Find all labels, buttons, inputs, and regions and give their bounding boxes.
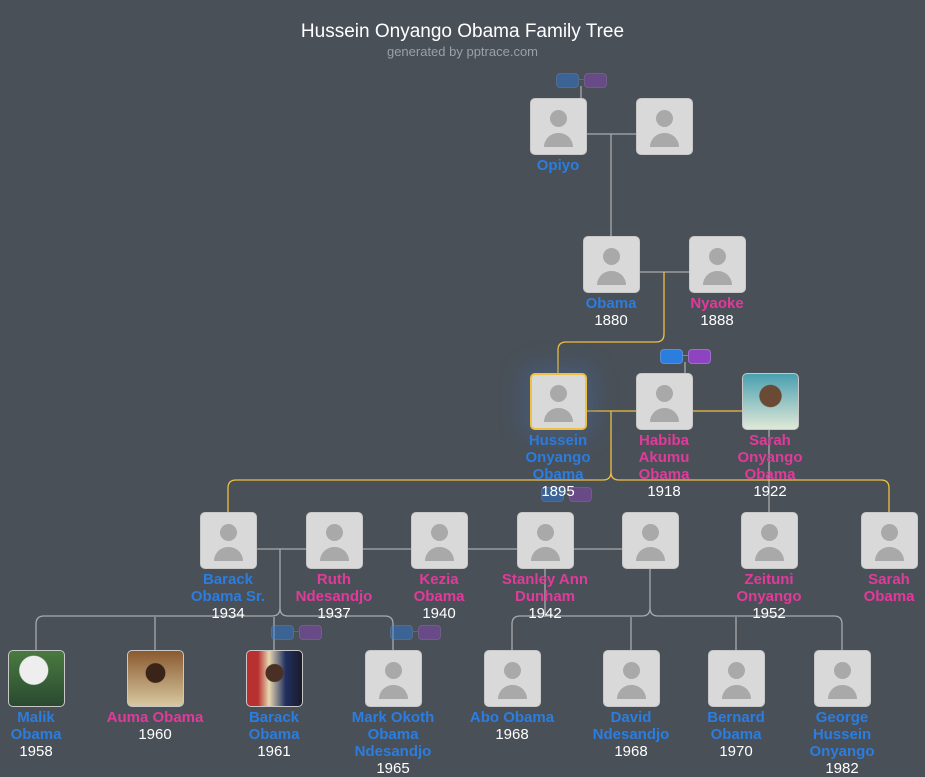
person-year: 1895 [541,483,575,500]
person-kezia[interactable]: Kezia Obama 1940 [379,512,499,622]
avatar-placeholder-icon[interactable] [364,650,422,707]
person-ruth[interactable]: Ruth Ndesandjo 1937 [274,512,394,622]
connector-obama-to-hussein [557,272,665,373]
connector-badge-stems [580,86,686,373]
person-year: 1880 [594,312,628,329]
person-abo[interactable]: Abo Obama 1968 [452,650,572,743]
person-unknown[interactable] [590,512,710,569]
person-unknown[interactable] [604,98,724,155]
avatar-placeholder-icon[interactable] [483,650,541,707]
couple-toggle-badge[interactable] [271,625,322,640]
person-photo[interactable] [245,650,303,707]
avatar-placeholder-icon[interactable] [740,512,798,569]
person-george[interactable]: George Hussein Onyango 1982 [782,650,902,777]
person-name[interactable]: Ruth Ndesandjo [295,571,373,605]
person-sarah-obama[interactable]: Sarah Obama [829,512,925,605]
person-name[interactable]: Barack Obama [248,709,300,743]
person-year: 1961 [257,743,291,760]
person-bernard[interactable]: Bernard Obama 1970 [676,650,796,760]
person-name[interactable]: Auma Obama [106,709,204,726]
person-year: 1937 [317,605,351,622]
avatar-placeholder-icon[interactable] [529,98,587,155]
person-barack-sr[interactable]: Barack Obama Sr. 1934 [168,512,288,622]
person-year: 1968 [614,743,648,760]
person-name[interactable]: Zeituni Onyango [736,571,802,605]
person-obama[interactable]: Obama 1880 [551,236,671,329]
person-name[interactable]: Bernard Obama [707,709,765,743]
avatar-placeholder-icon[interactable] [635,98,693,155]
person-mark[interactable]: Mark Okoth Obama Ndesandjo 1965 [333,650,453,777]
person-name[interactable]: George Hussein Onyango [809,709,875,760]
person-name[interactable]: Sarah Onyango Obama [737,432,803,483]
person-habiba[interactable]: Habiba Akumu Obama 1918 [624,373,704,500]
person-photo[interactable] [7,650,65,707]
avatar-placeholder-icon[interactable] [621,512,679,569]
couple-toggle-badge[interactable] [541,487,592,502]
person-year: 1952 [752,605,786,622]
avatar-placeholder-icon[interactable] [529,373,587,430]
person-auma[interactable]: Auma Obama 1960 [95,650,215,743]
person-year: 1942 [528,605,562,622]
person-name[interactable]: Sarah Obama [863,571,915,605]
avatar-placeholder-icon[interactable] [199,512,257,569]
avatar-placeholder-icon[interactable] [635,373,693,430]
avatar-placeholder-icon[interactable] [410,512,468,569]
person-year: 1934 [211,605,245,622]
couple-toggle-badge[interactable] [660,349,711,364]
couple-toggle-badge[interactable] [556,73,607,88]
person-nyaoke[interactable]: Nyaoke 1888 [657,236,777,329]
avatar-placeholder-icon[interactable] [688,236,746,293]
person-name[interactable]: Habiba Akumu Obama [638,432,690,483]
person-stanley[interactable]: Stanley Ann Dunham 1942 [485,512,605,622]
person-name[interactable]: Stanley Ann Dunham [501,571,589,605]
connector-hussein-children [227,411,890,512]
person-sarah-onyango[interactable]: Sarah Onyango Obama 1922 [730,373,810,500]
avatar-placeholder-icon[interactable] [516,512,574,569]
avatar-placeholder-icon[interactable] [707,650,765,707]
person-year: 1960 [138,726,172,743]
person-barack[interactable]: Barack Obama 1961 [214,650,334,760]
person-name[interactable]: Kezia Obama [413,571,465,605]
person-year: 1965 [376,760,410,777]
person-name[interactable]: Mark Okoth Obama Ndesandjo [351,709,435,760]
page-title: Hussein Onyango Obama Family Tree [300,21,625,42]
person-name[interactable]: Hussein Onyango Obama [525,432,591,483]
connector-gen3-right [511,568,843,650]
couple-toggle-badge[interactable] [390,625,441,640]
person-year: 1958 [19,743,53,760]
person-year: 1970 [719,743,753,760]
person-year: 1918 [647,483,681,500]
person-name[interactable]: Barack Obama Sr. [190,571,266,605]
person-name[interactable]: Obama [585,295,637,312]
person-name[interactable]: Nyaoke [690,295,744,312]
person-david[interactable]: David Ndesandjo 1968 [571,650,691,760]
connector-opiyo-couple [587,133,636,236]
person-hussein-selected[interactable]: Hussein Onyango Obama 1895 [518,373,598,500]
avatar-placeholder-icon[interactable] [813,650,871,707]
person-photo[interactable] [126,650,184,707]
person-opiyo[interactable]: Opiyo [498,98,618,174]
avatar-placeholder-icon[interactable] [582,236,640,293]
person-photo[interactable] [741,373,799,430]
person-malik[interactable]: Malik Obama 1958 [0,650,96,760]
person-name[interactable]: David Ndesandjo [592,709,670,743]
person-zeituni[interactable]: Zeituni Onyango 1952 [709,512,829,622]
avatar-placeholder-icon[interactable] [602,650,660,707]
person-name[interactable]: Abo Obama [469,709,555,726]
person-year: 1922 [753,483,787,500]
person-year: 1968 [495,726,529,743]
person-year: 1888 [700,312,734,329]
avatar-placeholder-icon[interactable] [305,512,363,569]
avatar-placeholder-icon[interactable] [860,512,918,569]
person-name[interactable]: Malik Obama [10,709,62,743]
person-year: 1982 [825,760,859,777]
person-name[interactable]: Opiyo [536,157,580,174]
page-subtitle: generated by pptrace.com [386,44,539,59]
person-year: 1940 [422,605,456,622]
